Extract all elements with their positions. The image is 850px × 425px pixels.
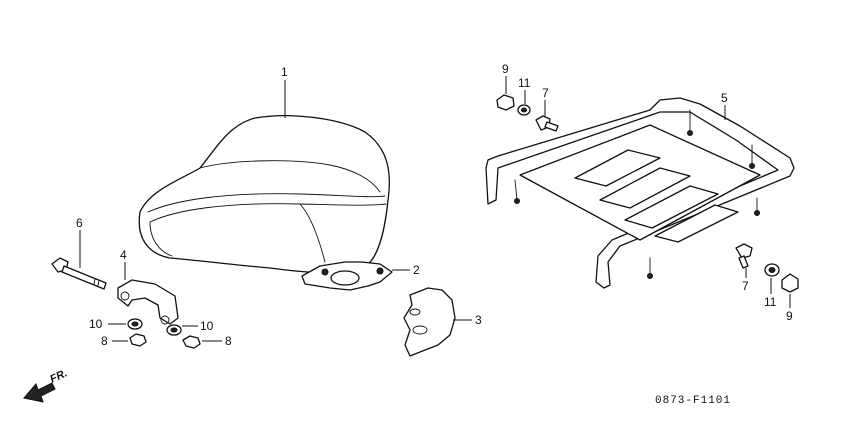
callout-carrier-washer-right: 11 — [764, 295, 777, 309]
long-bolt — [51, 230, 107, 290]
front-direction-arrow — [23, 382, 56, 403]
callout-nut-right: 8 — [225, 334, 232, 348]
mount-bracket — [117, 262, 179, 325]
callout-seat: 1 — [281, 65, 288, 79]
callout-cap-nut-top: 9 — [502, 62, 509, 76]
callout-side-cover: 3 — [475, 313, 482, 327]
callout-nut-left: 8 — [101, 334, 108, 348]
drawing-code: 0873-F1101 — [655, 395, 731, 407]
direction-label: FR. — [48, 367, 69, 385]
carrier-bolt-top — [535, 100, 559, 132]
seat — [138, 80, 391, 274]
callout-seat-bracket: 2 — [413, 263, 420, 277]
side-cover — [403, 287, 472, 357]
washer-right — [166, 324, 198, 336]
callout-cap-nut-right: 9 — [786, 309, 793, 323]
nut-left — [112, 333, 147, 347]
callout-mount-bracket: 4 — [120, 248, 127, 262]
callout-carrier-bolt-right: 7 — [742, 279, 749, 293]
callout-washer-left: 10 — [89, 317, 103, 331]
carrier-bolt-right — [735, 243, 753, 278]
carrier-washer-right — [764, 263, 780, 294]
callout-rear-carrier: 5 — [721, 91, 728, 105]
callout-washer-right: 10 — [200, 319, 214, 333]
callout-long-bolt: 6 — [76, 216, 83, 230]
cap-nut-right — [781, 273, 799, 308]
carrier-washer-top — [517, 90, 531, 116]
nut-right — [182, 335, 222, 349]
rear-carrier — [485, 97, 795, 289]
cap-nut-top — [496, 76, 515, 111]
callout-carrier-bolt-top: 7 — [542, 86, 549, 100]
callout-carrier-washer-top: 11 — [518, 76, 531, 90]
washer-left — [108, 318, 143, 330]
seat-bracket — [301, 261, 410, 291]
